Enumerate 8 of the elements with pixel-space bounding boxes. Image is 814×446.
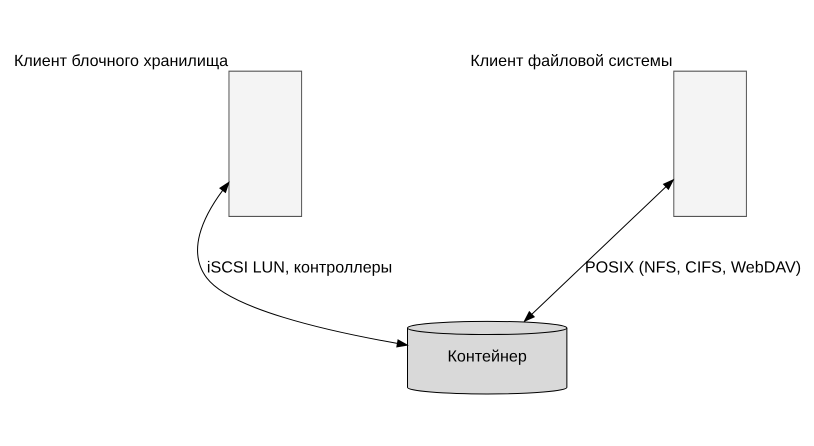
node-label: Клиент блочного хранилища: [14, 51, 228, 70]
edge-label: POSIX (NFS, CIFS, WebDAV): [584, 258, 802, 276]
node-label: Клиент файловой системы: [470, 51, 672, 70]
node-box: [673, 70, 747, 216]
arrow: [197, 180, 409, 347]
edge-label: iSCSI LUN, контроллеры: [206, 258, 392, 276]
node-box: [228, 70, 302, 216]
arrow: [523, 178, 674, 322]
